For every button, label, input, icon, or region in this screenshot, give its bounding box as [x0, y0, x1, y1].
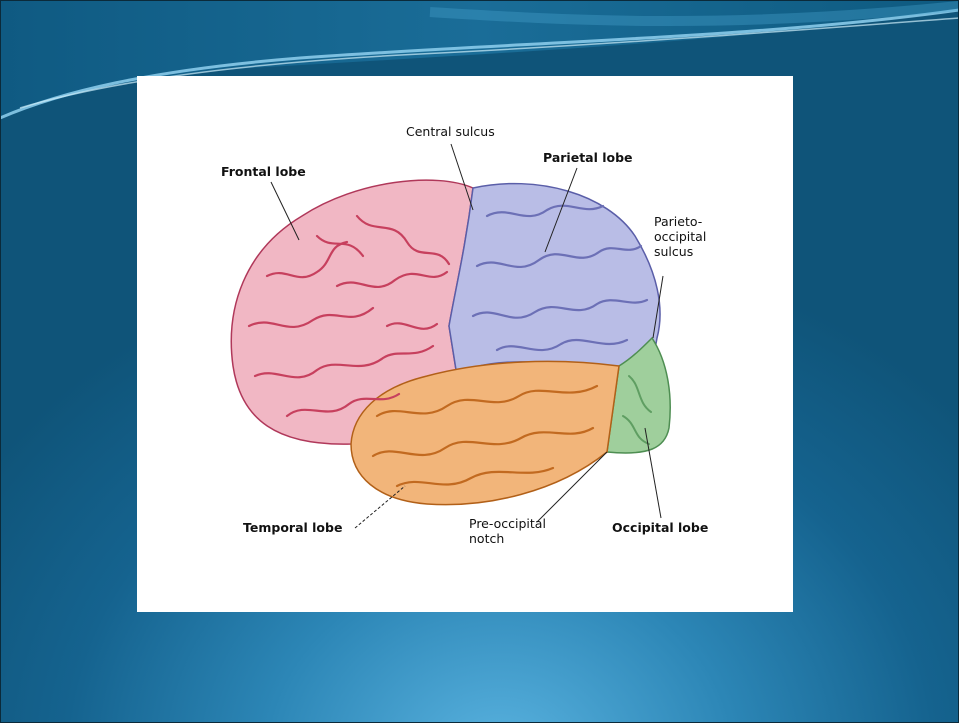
temporal-lobe-label: Temporal lobe [243, 520, 342, 535]
parieto-occipital-sulcus-label: Parieto- occipital sulcus [654, 214, 706, 259]
parietal-lobe-label: Parietal lobe [543, 150, 633, 165]
occipital-lobe-label: Occipital lobe [612, 520, 708, 535]
frontal-lobe-label: Frontal lobe [221, 164, 306, 179]
central-sulcus-label: Central sulcus [406, 124, 495, 139]
temporal-lobe-leader [355, 486, 405, 528]
pre-occipital-notch-label: Pre-occipital notch [469, 516, 546, 546]
brain-diagram-panel: Central sulcus Frontal lobe Parietal lob… [137, 76, 793, 612]
